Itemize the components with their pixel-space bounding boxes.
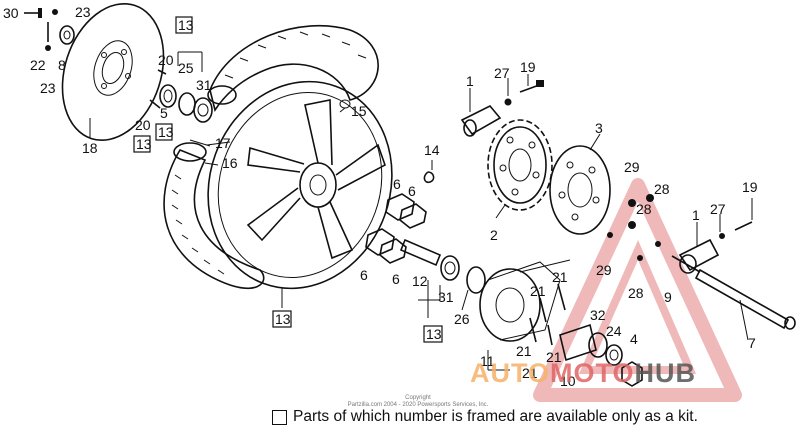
callout-9: 9 bbox=[664, 289, 672, 305]
callout-6: 6 bbox=[408, 183, 416, 199]
brake-disc-part bbox=[61, 2, 165, 142]
sprocket-nuts-part bbox=[607, 194, 661, 261]
callout-30: 30 bbox=[3, 5, 19, 21]
copyright-notice: Copyright Partzilla.com 2004 - 2020 Powe… bbox=[318, 395, 518, 409]
sprocket-part bbox=[487, 119, 553, 211]
chain-adjuster-left-part bbox=[460, 80, 544, 137]
collar-part bbox=[399, 238, 486, 294]
hub-bearings-part bbox=[149, 69, 213, 123]
callout-25: 25 bbox=[178, 60, 194, 76]
chain-adjuster-right-part bbox=[678, 221, 753, 274]
callout-13-framed: 13 bbox=[136, 136, 152, 152]
callout-frame bbox=[133, 135, 151, 153]
callout-21: 21 bbox=[522, 365, 538, 381]
callout-21: 21 bbox=[516, 343, 532, 359]
callout-24: 24 bbox=[606, 323, 622, 339]
callout-28: 28 bbox=[628, 285, 644, 301]
callout-19: 19 bbox=[742, 179, 758, 195]
callout-6: 6 bbox=[360, 267, 368, 283]
main-tire-part bbox=[207, 24, 379, 112]
callout-13-framed: 13 bbox=[426, 326, 442, 342]
callout-labels: 30 23 22 8 23 18 13 25 20 31 5 20 13 13 … bbox=[3, 4, 758, 389]
callout-4: 4 bbox=[630, 331, 638, 347]
watermark-part-moto: MOTO bbox=[550, 358, 635, 388]
axle-spacers-part bbox=[559, 323, 643, 387]
callout-22: 22 bbox=[30, 57, 46, 73]
callout-12: 12 bbox=[412, 273, 428, 289]
watermark-logo: AUTOMOTOHUB bbox=[470, 358, 696, 388]
callout-29: 29 bbox=[596, 262, 612, 278]
callout-21: 21 bbox=[552, 269, 568, 285]
callout-21: 21 bbox=[530, 283, 546, 299]
callout-6: 6 bbox=[393, 176, 401, 192]
framed-number-square-icon bbox=[272, 409, 287, 425]
callout-15: 15 bbox=[351, 103, 367, 119]
callout-5: 5 bbox=[160, 105, 168, 121]
callout-2: 2 bbox=[490, 227, 498, 243]
callout-19: 19 bbox=[520, 59, 536, 75]
copyright-line-2: Partzilla.com 2004 - 2020 Powersports Se… bbox=[347, 402, 489, 408]
callout-23: 23 bbox=[75, 4, 91, 20]
callout-27: 27 bbox=[494, 65, 510, 81]
callout-32: 32 bbox=[590, 307, 606, 323]
watermark-triangle bbox=[533, 178, 742, 402]
callout-13-framed: 13 bbox=[178, 17, 194, 33]
wheel-rim-part bbox=[207, 80, 393, 290]
tire-part bbox=[163, 142, 265, 290]
kit-footnote: Parts of which number is framed are avai… bbox=[272, 408, 698, 426]
callout-17: 17 bbox=[215, 135, 231, 151]
callout-20: 20 bbox=[135, 117, 151, 133]
callout-frame bbox=[155, 123, 173, 141]
disc-bolts-part bbox=[24, 8, 75, 51]
studs-part bbox=[529, 283, 566, 346]
callout-8: 8 bbox=[58, 57, 66, 73]
callout-27: 27 bbox=[710, 201, 726, 217]
callout-31: 31 bbox=[196, 77, 212, 93]
callout-18: 18 bbox=[82, 140, 98, 156]
callout-20: 20 bbox=[158, 52, 174, 68]
callout-14: 14 bbox=[424, 142, 440, 158]
callout-23: 23 bbox=[40, 80, 56, 96]
axle-part bbox=[671, 255, 796, 330]
callout-21: 21 bbox=[546, 349, 562, 365]
callout-29: 29 bbox=[624, 159, 640, 175]
callout-11: 11 bbox=[480, 353, 495, 369]
callout-28: 28 bbox=[654, 181, 670, 197]
damper-parts bbox=[365, 160, 435, 264]
watermark-part-auto: AUTO bbox=[470, 358, 551, 388]
callout-1: 1 bbox=[692, 207, 700, 223]
callout-7: 7 bbox=[748, 335, 756, 351]
callout-13-framed: 13 bbox=[158, 124, 174, 140]
callout-6: 6 bbox=[392, 271, 400, 287]
callout-10: 10 bbox=[560, 373, 576, 389]
watermark-part-hub: HUB bbox=[634, 358, 697, 388]
callout-13-framed: 13 bbox=[275, 311, 291, 327]
callout-28: 28 bbox=[636, 201, 652, 217]
copyright-line-1: Copyright bbox=[405, 395, 431, 401]
driven-flange-part bbox=[479, 259, 571, 342]
callout-1: 1 bbox=[466, 73, 474, 89]
callout-frame bbox=[175, 16, 193, 34]
callout-16: 16 bbox=[222, 155, 238, 171]
callout-26: 26 bbox=[454, 311, 470, 327]
callout-frame bbox=[272, 310, 292, 328]
leader-lines bbox=[89, 51, 753, 371]
callout-31: 31 bbox=[438, 289, 454, 305]
kit-footnote-text: Parts of which number is framed are avai… bbox=[293, 408, 698, 425]
callout-3: 3 bbox=[595, 120, 603, 136]
sprocket-plate-part bbox=[549, 145, 611, 235]
callout-frame bbox=[423, 325, 443, 343]
